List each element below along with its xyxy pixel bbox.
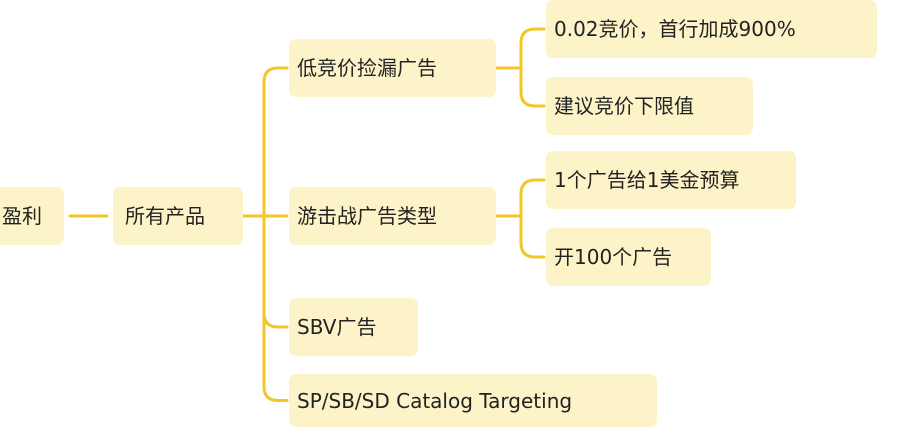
connector-l1-branch-2 [262,214,289,329]
node-catalog-targeting[interactable]: SP/SB/SD Catalog Targeting [289,374,657,427]
node-guerrilla-ad-types[interactable]: 游击战广告类型 [289,187,496,245]
node-root[interactable]: 盈利 [0,187,64,245]
node-sbv-ads[interactable]: SBV广告 [289,298,418,356]
node-suggested-bid-floor[interactable]: 建议竞价下限值 [546,77,753,135]
node-one-dollar-budget[interactable]: 1个广告给1美金预算 [546,151,796,209]
connector-b0-child-0 [519,27,546,70]
connector-l1-branch-0 [262,66,289,218]
connector-b1-child-0 [519,178,546,218]
connector-l1-branch-3 [262,214,289,402]
node-bid-0-02-boost[interactable]: 0.02竞价，首行加成900% [546,0,877,58]
node-low-bid-ads[interactable]: 低竞价捡漏广告 [289,39,496,97]
node-open-100-ads[interactable]: 开100个广告 [546,228,711,286]
node-all-products[interactable]: 所有产品 [113,187,243,245]
connector-b1-child-1 [519,214,546,259]
connector-b0-child-1 [519,66,546,108]
